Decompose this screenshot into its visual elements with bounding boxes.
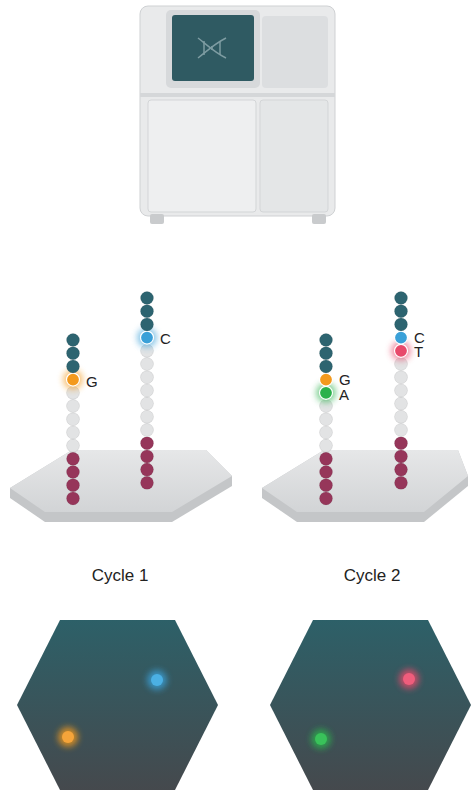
nucleotide-bead [395, 437, 408, 450]
nucleotide-bead [141, 358, 154, 371]
nucleotide-bead [320, 426, 333, 439]
nucleotide-bead [395, 397, 408, 410]
nucleotide-bead [395, 318, 408, 331]
nucleotide-bead [67, 466, 80, 479]
nucleotide-bead [141, 318, 154, 331]
nucleotide-bead [141, 371, 154, 384]
cycle-label: Cycle 1 [92, 567, 149, 584]
base-letter: G [86, 374, 98, 389]
base-letter: C [160, 331, 171, 346]
labeled-nucleotide [395, 331, 408, 344]
sequencer-machine [140, 6, 335, 224]
nucleotide-bead [67, 492, 80, 505]
nucleotide-bead [141, 437, 154, 450]
nucleotide-bead [67, 426, 80, 439]
nucleotide-bead [67, 413, 80, 426]
nucleotide-bead [141, 450, 154, 463]
nucleotide-bead [320, 466, 333, 479]
nucleotide-bead [395, 424, 408, 437]
nucleotide-bead [320, 452, 333, 465]
nucleotide-bead [67, 439, 80, 452]
flow-cell-platform [262, 450, 468, 522]
nucleotide-bead [320, 347, 333, 360]
base-letter: G [339, 372, 351, 387]
nucleotide-bead [141, 424, 154, 437]
nucleotide-bead [395, 450, 408, 463]
flow-cell-image [270, 620, 471, 790]
nucleotide-bead [320, 479, 333, 492]
nucleotide-bead [67, 452, 80, 465]
flow-cell-platform [10, 450, 232, 522]
nucleotide-bead [395, 410, 408, 423]
nucleotide-bead [320, 492, 333, 505]
nucleotide-bead [320, 334, 333, 347]
nucleotide-bead [395, 371, 408, 384]
dna-strands [63, 292, 411, 505]
labeled-nucleotide [320, 386, 333, 399]
nucleotide-bead [141, 476, 154, 489]
base-letter: C [414, 330, 425, 345]
nucleotide-bead [141, 397, 154, 410]
nucleotide-bead [395, 305, 408, 318]
flow-cell-image [17, 620, 218, 790]
nucleotide-bead [395, 292, 408, 305]
labeled-nucleotide [395, 344, 408, 357]
nucleotide-bead [320, 413, 333, 426]
labeled-nucleotide [67, 373, 80, 386]
nucleotide-bead [141, 292, 154, 305]
nucleotide-bead [395, 384, 408, 397]
nucleotide-bead [67, 360, 80, 373]
base-letter: A [339, 387, 349, 402]
nucleotide-bead [141, 384, 154, 397]
nucleotide-bead [395, 476, 408, 489]
labeled-nucleotide [320, 373, 333, 386]
nucleotide-bead [141, 410, 154, 423]
nucleotide-bead [67, 400, 80, 413]
base-letter: T [414, 344, 423, 359]
nucleotide-bead [320, 360, 333, 373]
nucleotide-bead [67, 334, 80, 347]
nucleotide-bead [320, 439, 333, 452]
nucleotide-bead [395, 463, 408, 476]
cycle-label: Cycle 2 [344, 567, 401, 584]
labeled-nucleotide [141, 331, 154, 344]
nucleotide-bead [67, 347, 80, 360]
nucleotide-bead [67, 479, 80, 492]
nucleotide-bead [141, 463, 154, 476]
nucleotide-bead [141, 305, 154, 318]
